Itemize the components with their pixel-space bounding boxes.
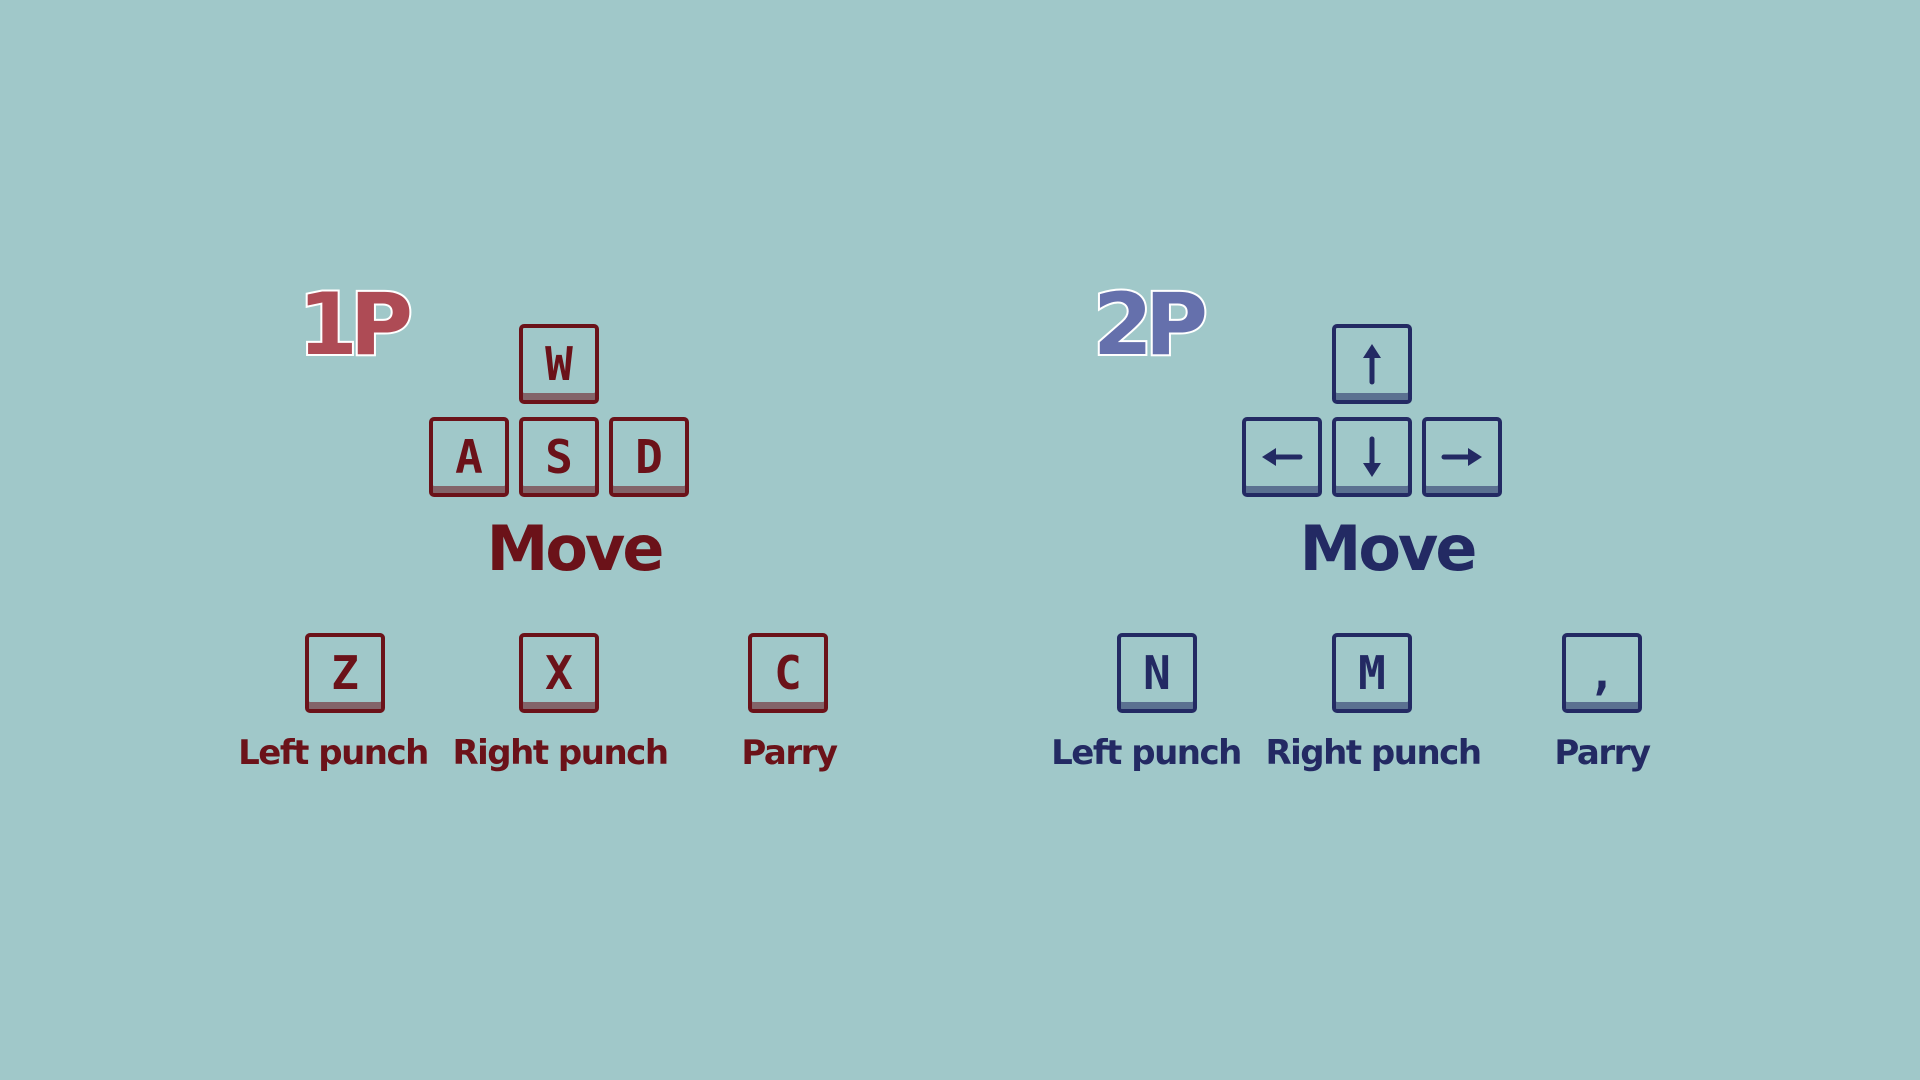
p2-move-label: Move: [1299, 512, 1478, 585]
key-n: N: [1117, 633, 1197, 713]
key-x: X: [519, 633, 599, 713]
arrow-right-icon: [1441, 448, 1482, 466]
player-1-badge: 1P: [296, 275, 415, 375]
player-2-badge: 2P: [1091, 275, 1210, 375]
arrow-right-key: [1422, 417, 1502, 497]
arrow-up-icon: [1363, 344, 1381, 385]
p1-parry-label: Parry: [741, 733, 838, 773]
p1-move-label: Move: [486, 512, 665, 585]
key-comma: ,: [1562, 633, 1642, 713]
key-s: S: [519, 417, 599, 497]
p1-right-punch-label: Right punch: [452, 733, 669, 773]
p2-left-punch-label: Left punch: [1051, 733, 1242, 773]
arrow-down-key: [1332, 417, 1412, 497]
p1-left-punch-label: Left punch: [238, 733, 429, 773]
arrow-down-icon: [1363, 436, 1381, 477]
p2-parry-label: Parry: [1554, 733, 1651, 773]
key-w: W: [519, 324, 599, 404]
key-z: Z: [305, 633, 385, 713]
arrow-left-icon: [1262, 448, 1303, 466]
key-c: C: [748, 633, 828, 713]
key-d: D: [609, 417, 689, 497]
p2-right-punch-label: Right punch: [1265, 733, 1482, 773]
arrow-left-key: [1242, 417, 1322, 497]
key-m: M: [1332, 633, 1412, 713]
key-a: A: [429, 417, 509, 497]
arrow-up-key: [1332, 324, 1412, 404]
